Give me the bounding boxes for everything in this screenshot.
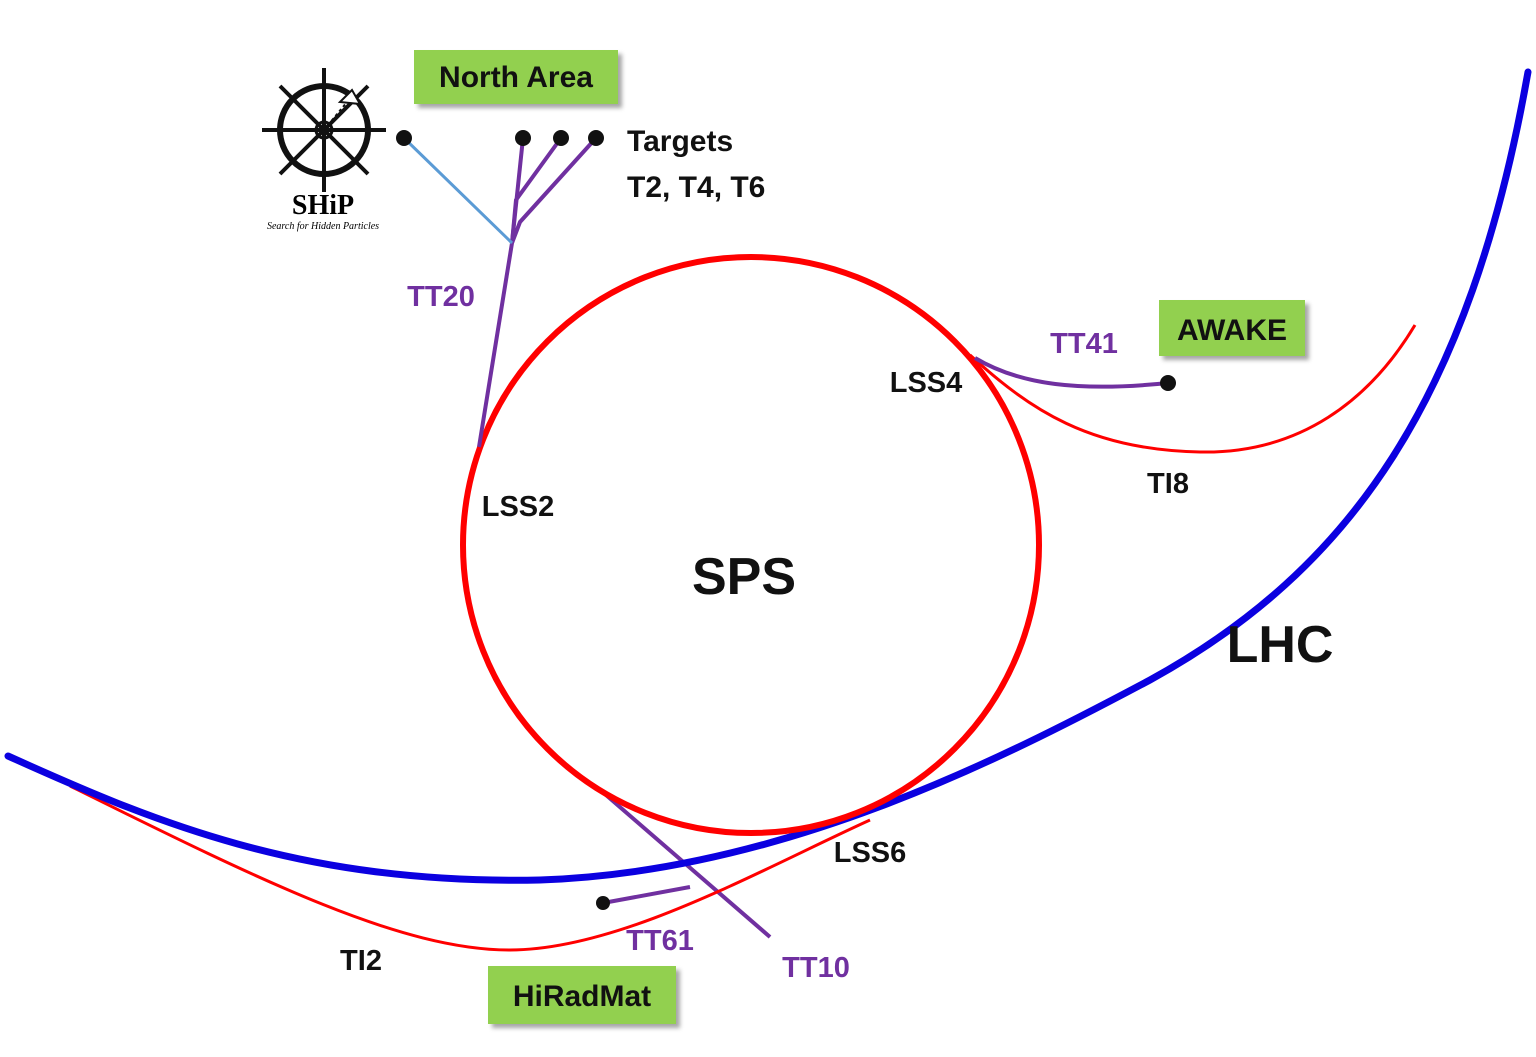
hiradmat-box: HiRadMat — [488, 966, 676, 1024]
lhc-ring — [4, 68, 1532, 884]
target-t4-node — [553, 130, 569, 146]
target-t2-node — [515, 130, 531, 146]
tt10-label: TT10 — [782, 952, 850, 984]
ti2-line — [69, 784, 871, 952]
tt61-label: TT61 — [626, 925, 694, 957]
ship-logo: SHiP Search for Hidden Particles — [262, 68, 386, 232]
tt61-line — [602, 885, 691, 905]
target-t6-node — [588, 130, 604, 146]
north-area-box: North Area — [414, 50, 618, 104]
lhc-label: LHC — [1227, 616, 1334, 674]
targets-list-label: T2, T4, T6 — [627, 171, 765, 204]
lss4-label: LSS4 — [890, 367, 963, 399]
tt61-endpoint — [596, 896, 610, 910]
hiradmat-label: HiRadMat — [513, 980, 651, 1013]
awake-endpoint — [1160, 375, 1176, 391]
tt41-label: TT41 — [1050, 328, 1118, 360]
sps-label: SPS — [692, 548, 796, 606]
awake-box: AWAKE — [1159, 300, 1305, 356]
targets-label: Targets — [627, 125, 733, 158]
lss2-label: LSS2 — [482, 491, 555, 523]
ship-logo-title: SHiP — [292, 190, 354, 221]
tt20-label: TT20 — [407, 281, 475, 313]
tt20-line — [477, 242, 514, 448]
north-area-label: North Area — [439, 61, 593, 94]
ti8-label: TI8 — [1147, 468, 1189, 500]
ship-logo-subtitle: Search for Hidden Particles — [267, 221, 379, 232]
sps-ring — [460, 254, 1042, 836]
tt41-line — [973, 356, 1169, 389]
tt20-branch-t4 — [510, 136, 563, 244]
ti2-label: TI2 — [340, 945, 382, 977]
tt20-branch-t6 — [510, 136, 598, 244]
ship-wheel-icon — [262, 68, 386, 192]
lss6-label: LSS6 — [834, 837, 907, 869]
ship-beam-line — [402, 136, 514, 245]
ship-target-node — [396, 130, 412, 146]
awake-label: AWAKE — [1177, 314, 1287, 347]
ti8-line — [968, 324, 1417, 454]
tt10-line — [604, 793, 772, 939]
